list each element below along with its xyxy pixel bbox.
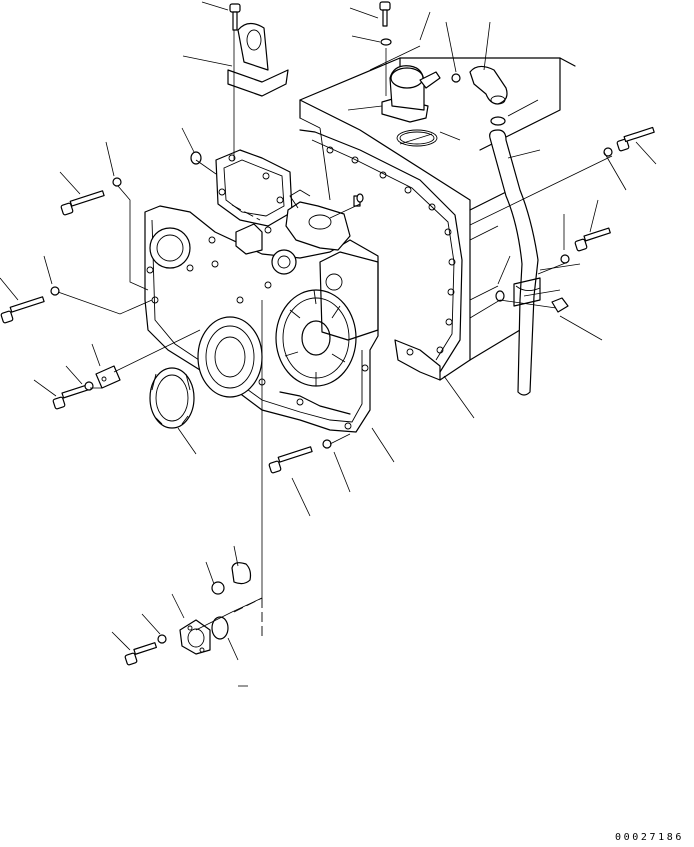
- lifting-eye: [228, 23, 288, 96]
- gear-case: [145, 206, 378, 432]
- upper-bracket: [216, 150, 292, 254]
- coolant-hose: [470, 66, 540, 395]
- catalog-number: 00027186: [615, 832, 684, 843]
- water-outlet-cap: [382, 66, 440, 146]
- leader-lines: [0, 2, 656, 686]
- thermostat-housing: [286, 190, 360, 250]
- bolt-icon: [1, 2, 654, 665]
- oil-seal: [150, 368, 194, 428]
- plate-bracket: [96, 366, 120, 388]
- plug-and-cover: [180, 563, 262, 654]
- rear-housing: [300, 58, 575, 380]
